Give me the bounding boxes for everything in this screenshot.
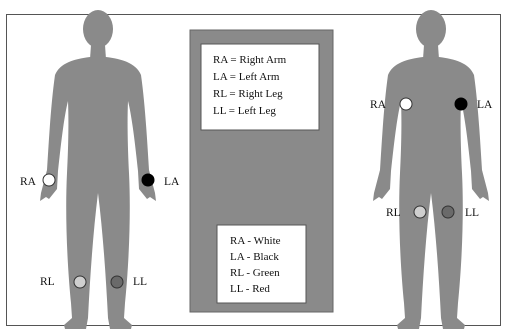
left-ll-electrode — [111, 276, 123, 288]
right-ra-label: RA — [370, 99, 387, 111]
right-la-label: LA — [477, 99, 493, 111]
right-ll-label: LL — [465, 207, 479, 219]
color-code-line: LA - Black — [230, 251, 279, 263]
left-ll-label: LL — [133, 276, 147, 288]
abbreviation-line: RA = Right Arm — [213, 54, 287, 66]
right-rl-label: RL — [386, 207, 401, 219]
right-ra-electrode — [400, 98, 412, 110]
abbreviation-line: LL = Left Leg — [213, 105, 276, 117]
color-code-line: RL - Green — [230, 267, 280, 279]
right-ll-electrode — [442, 206, 454, 218]
right-rl-electrode — [414, 206, 426, 218]
left-rl-label: RL — [40, 276, 55, 288]
color-code-line: RA - White — [230, 235, 281, 247]
left-la-label: LA — [164, 176, 180, 188]
left-la-electrode — [142, 174, 154, 186]
abbreviation-line: LA = Left Arm — [213, 71, 280, 83]
color-code-line: LL - Red — [230, 283, 270, 295]
right-body-silhouette — [373, 10, 489, 329]
left-ra-electrode — [43, 174, 55, 186]
left-rl-electrode — [74, 276, 86, 288]
left-ra-label: RA — [20, 176, 37, 188]
abbreviation-line: RL = Right Leg — [213, 88, 283, 100]
right-la-electrode — [455, 98, 467, 110]
